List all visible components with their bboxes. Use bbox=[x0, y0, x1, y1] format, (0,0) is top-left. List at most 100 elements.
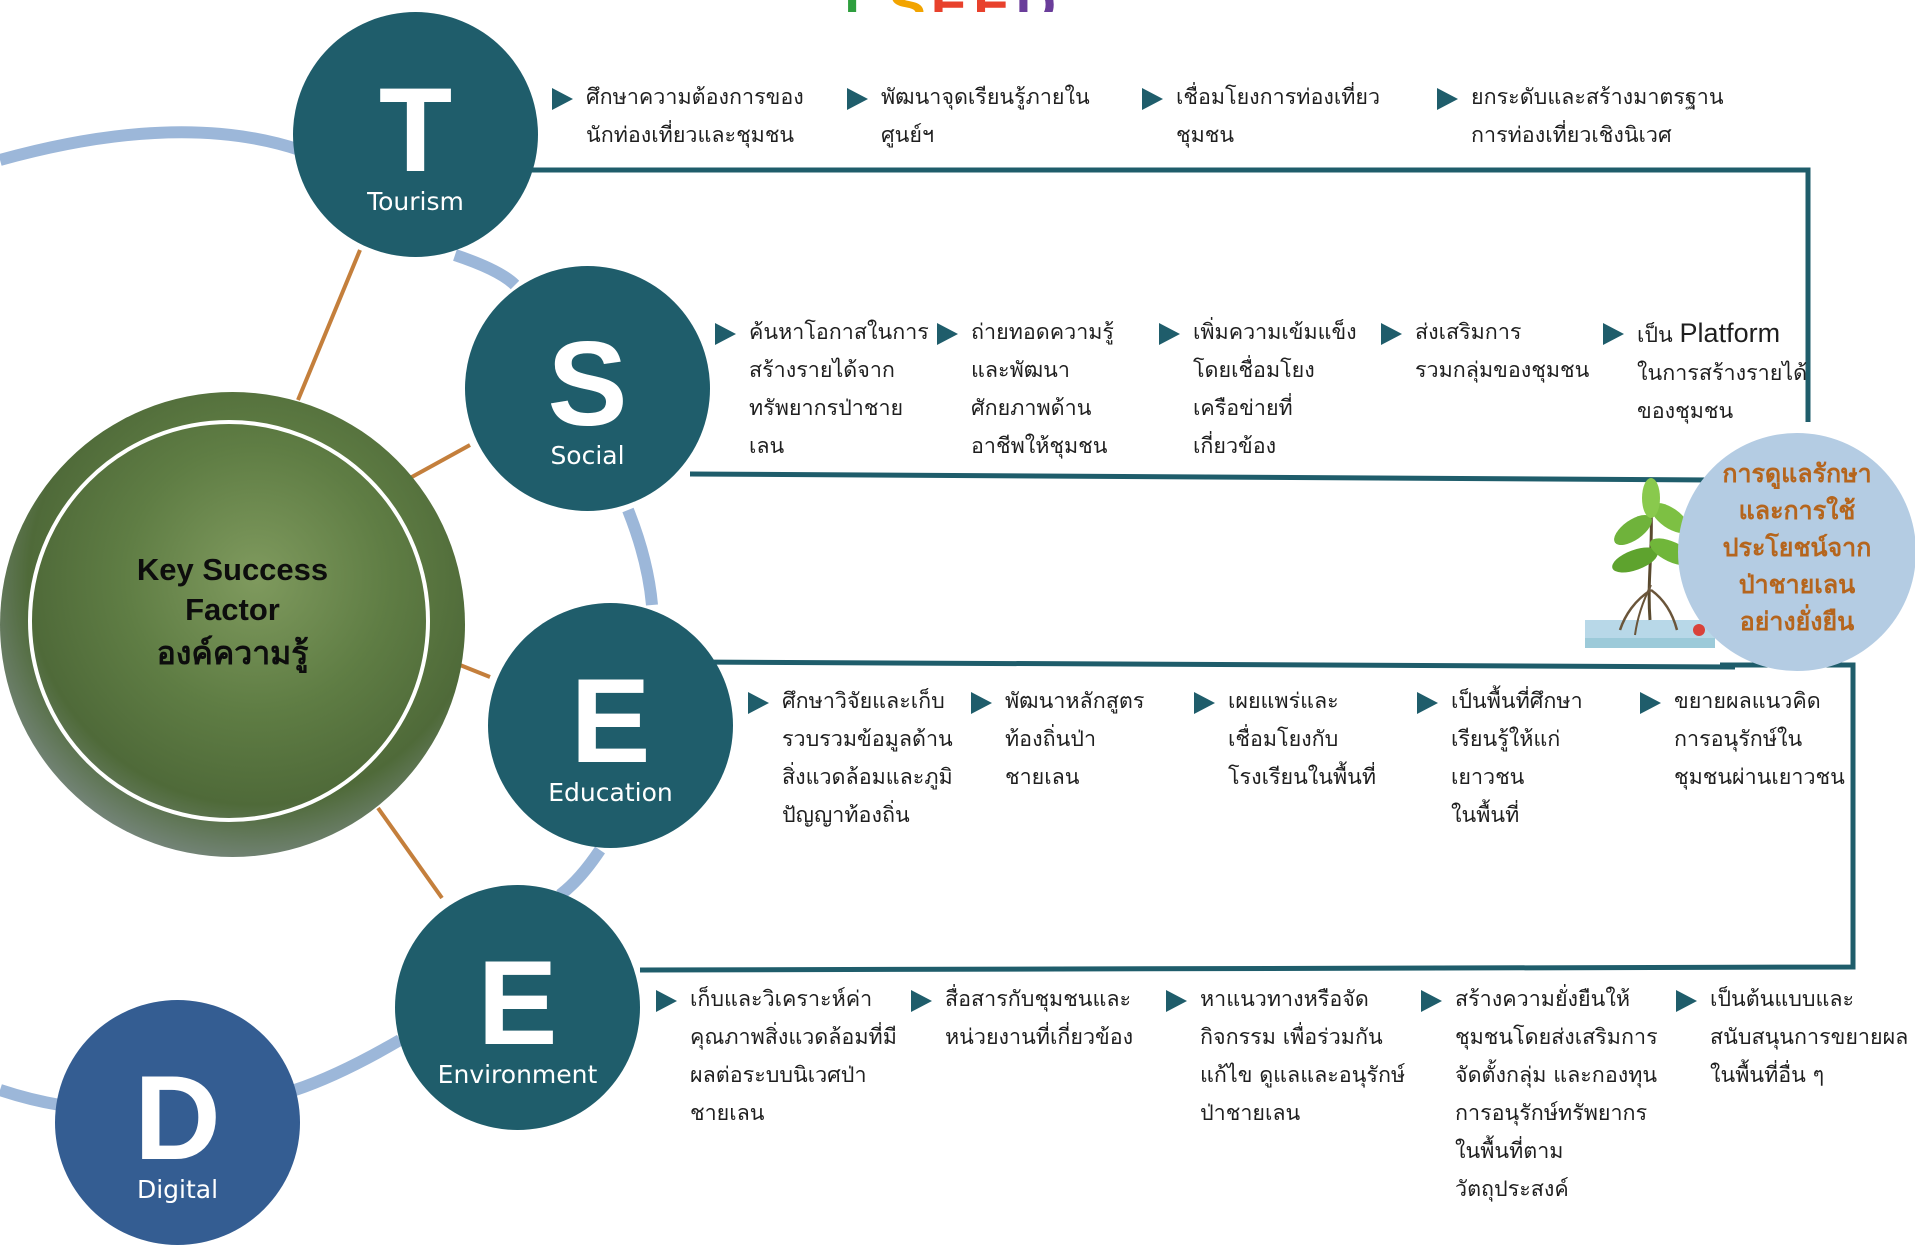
environment-item-1: เก็บและวิเคราะห์ค่า คุณภาพสิ่งแวดล้อมที่… bbox=[656, 981, 906, 1141]
environment-item-text: เป็นต้นแบบและ สนับสนุนการขยายผล ในพื้นที… bbox=[1710, 987, 1909, 1088]
mangrove-plant-icon bbox=[1585, 478, 1715, 648]
hub-title: Key Success Factor องค์ความรู้ bbox=[0, 550, 465, 676]
hub-line-3: องค์ความรู้ bbox=[156, 634, 309, 672]
arrow-right-icon bbox=[847, 88, 868, 110]
goal-line-3: ประโยชน์จาก bbox=[1722, 533, 1872, 562]
ring-arc-ee bbox=[556, 846, 605, 900]
arrow-right-icon bbox=[1676, 990, 1697, 1012]
environment-item-4: สร้างความยั่งยืนให้ ชุมชนโดยส่งเสริมการ … bbox=[1421, 981, 1671, 1221]
pillar-circle-education: E Education bbox=[488, 603, 733, 848]
education-item-5: ขยายผลแนวคิด การอนุรักษ์ใน ชุมชนผ่านเยาว… bbox=[1640, 683, 1845, 803]
social-item-text: ค้นหาโอกาสในการ สร้างรายได้จาก ทรัพยากรป… bbox=[749, 320, 929, 459]
hub-photo-circle: Key Success Factor องค์ความรู้ bbox=[0, 392, 465, 857]
social-item-5: เป็น Platform ในการสร้างรายได้ ของชุมชน bbox=[1603, 314, 1815, 434]
goal-line-4: ป่าชายเลน bbox=[1738, 570, 1856, 599]
social-item-4: ส่งเสริมการ รวมกลุ่มของชุมชน bbox=[1381, 314, 1596, 394]
pillar-word-digital: Digital bbox=[136, 1175, 219, 1204]
social-item-5-text: เป็น Platform ในการสร้างรายได้ ของชุมชน bbox=[1637, 314, 1807, 431]
arrow-right-icon bbox=[1194, 692, 1215, 714]
goal-line-1: การดูแลรักษา bbox=[1722, 459, 1872, 488]
tourism-item-text: พัฒนาจุดเรียนรู้ภายใน ศูนย์ฯ bbox=[881, 85, 1090, 148]
goal-circle: การดูแลรักษา และการใช้ ประโยชน์จาก ป่าชา… bbox=[1678, 433, 1915, 671]
education-item-text: พัฒนาหลักสูตร ท้องถิ่นป่า ชายเลน bbox=[1005, 689, 1145, 790]
pillar-letter-e-education: E bbox=[570, 654, 651, 788]
title-letter-4: E bbox=[973, 0, 1010, 12]
education-item-text: ขยายผลแนวคิด การอนุรักษ์ใน ชุมชนผ่านเยาว… bbox=[1674, 689, 1845, 790]
hub-line-1: Key Success bbox=[136, 552, 329, 587]
education-item-3: เผยแพร่และ เชื่อมโยงกับ โรงเรียนในพื้นที… bbox=[1194, 683, 1404, 803]
flow-line-social bbox=[689, 471, 1713, 483]
hub-line-2: Factor bbox=[185, 592, 280, 627]
title-letter-2: S bbox=[888, 0, 925, 12]
environment-item-text: เก็บและวิเคราะห์ค่า คุณภาพสิ่งแวดล้อมที่… bbox=[690, 987, 897, 1126]
arrow-right-icon bbox=[1417, 692, 1438, 714]
pillar-letter-d: D bbox=[134, 1051, 221, 1185]
education-item-text: เป็นพื้นที่ศึกษา เรียนรู้ให้แก่เยาวชน ใน… bbox=[1451, 689, 1583, 828]
arrow-right-icon bbox=[748, 692, 769, 714]
pillar-word-tourism: Tourism bbox=[367, 187, 464, 216]
title-letter-5: D bbox=[1016, 0, 1056, 12]
arrow-right-icon bbox=[1640, 692, 1661, 714]
ring-arc-ed bbox=[293, 1034, 404, 1096]
title-letter-1: T bbox=[835, 0, 869, 12]
environment-item-2: สื่อสารกับชุมชนและ หน่วยงานที่เกี่ยวข้อง bbox=[911, 981, 1161, 1061]
goal-text: การดูแลรักษา และการใช้ ประโยชน์จาก ป่าชา… bbox=[1678, 455, 1915, 640]
tourism-item-2: พัฒนาจุดเรียนรู้ภายใน ศูนย์ฯ bbox=[847, 79, 1107, 159]
arrow-right-icon bbox=[1437, 88, 1458, 110]
arrow-right-icon bbox=[1603, 323, 1624, 345]
education-item-text: ศึกษาวิจัยและเก็บ รวบรวมข้อมูลด้าน สิ่งแ… bbox=[782, 689, 953, 828]
flow-line-education-top bbox=[689, 659, 1736, 670]
platform-word: Platform bbox=[1679, 318, 1781, 348]
connector-tourism bbox=[296, 249, 362, 401]
pillar-circle-tourism: T Tourism bbox=[293, 12, 538, 257]
tourism-item-4: ยกระดับและสร้างมาตรฐาน การท่องเที่ยวเชิง… bbox=[1437, 79, 1737, 159]
title-partial: T S E E D bbox=[835, 0, 1095, 12]
arrow-right-icon bbox=[715, 323, 736, 345]
flow-line-tourism bbox=[515, 167, 1811, 422]
social-item-2: ถ่ายทอดความรู้ และพัฒนา ศักยภาพด้าน อาชี… bbox=[937, 314, 1152, 474]
tourism-item-1: ศึกษาความต้องการของ นักท่องเที่ยวและชุมช… bbox=[552, 79, 812, 159]
title-letter-3: E bbox=[931, 0, 968, 12]
environment-item-5: เป็นต้นแบบและ สนับสนุนการขยายผล ในพื้นที… bbox=[1676, 981, 1911, 1101]
ring-arc-top bbox=[0, 126, 302, 166]
environment-item-text: หาแนวทางหรือจัด กิจกรรม เพื่อร่วมกัน แก้… bbox=[1200, 987, 1406, 1126]
social-item-5-prefix: เป็น bbox=[1637, 323, 1673, 348]
education-item-1: ศึกษาวิจัยและเก็บ รวบรวมข้อมูลด้าน สิ่งแ… bbox=[748, 683, 968, 843]
pillar-circle-digital: D Digital bbox=[55, 1000, 300, 1245]
arrow-right-icon bbox=[552, 88, 573, 110]
arrow-right-icon bbox=[971, 692, 992, 714]
tourism-item-text: ศึกษาความต้องการของ นักท่องเที่ยวและชุมช… bbox=[586, 85, 804, 148]
connector-environment bbox=[376, 806, 444, 900]
tourism-item-3: เชื่อมโยงการท่องเที่ยว ชุมชน bbox=[1142, 79, 1402, 159]
environment-item-3: หาแนวทางหรือจัด กิจกรรม เพื่อร่วมกัน แก้… bbox=[1166, 981, 1416, 1141]
social-item-text: ส่งเสริมการ รวมกลุ่มของชุมชน bbox=[1415, 320, 1590, 383]
social-item-3: เพิ่มความเข้มแข็ง โดยเชื่อมโยง เครือข่าย… bbox=[1159, 314, 1374, 474]
pillar-letter-e-environment: E bbox=[477, 936, 558, 1070]
hub-inner-ring bbox=[28, 420, 430, 822]
pillar-circle-social: S Social bbox=[465, 266, 710, 511]
tourism-item-text: เชื่อมโยงการท่องเที่ยว ชุมชน bbox=[1176, 85, 1381, 148]
social-item-text: เพิ่มความเข้มแข็ง โดยเชื่อมโยง เครือข่าย… bbox=[1193, 320, 1357, 459]
pillar-circle-environment: E Environment bbox=[395, 885, 640, 1130]
pillar-letter-s: S bbox=[547, 317, 628, 451]
social-item-5-rest: ในการสร้างรายได้ ของชุมชน bbox=[1637, 361, 1808, 424]
arrow-right-icon bbox=[1159, 323, 1180, 345]
tourism-item-text: ยกระดับและสร้างมาตรฐาน การท่องเที่ยวเชิง… bbox=[1471, 85, 1724, 148]
arrow-right-icon bbox=[911, 990, 932, 1012]
pillar-letter-t: T bbox=[378, 63, 453, 197]
pillar-word-environment: Environment bbox=[437, 1060, 598, 1089]
ring-arc-ts bbox=[453, 249, 520, 290]
environment-item-text: สร้างความยั่งยืนให้ ชุมชนโดยส่งเสริมการ … bbox=[1455, 987, 1658, 1202]
social-item-text: ถ่ายทอดความรู้ และพัฒนา ศักยภาพด้าน อาชี… bbox=[971, 320, 1114, 459]
arrow-right-icon bbox=[1421, 990, 1442, 1012]
ring-arc-se bbox=[622, 507, 658, 606]
education-item-text: เผยแพร่และ เชื่อมโยงกับ โรงเรียนในพื้นที… bbox=[1228, 689, 1377, 790]
education-item-2: พัฒนาหลักสูตร ท้องถิ่นป่า ชายเลน bbox=[971, 683, 1181, 803]
social-item-1: ค้นหาโอกาสในการ สร้างรายได้จาก ทรัพยากรป… bbox=[715, 314, 930, 474]
arrow-right-icon bbox=[1142, 88, 1163, 110]
arrow-right-icon bbox=[1381, 323, 1402, 345]
ring-arc-left bbox=[0, 1084, 61, 1111]
arrow-right-icon bbox=[656, 990, 677, 1012]
goal-line-5: อย่างยั่งยืน bbox=[1739, 607, 1855, 636]
